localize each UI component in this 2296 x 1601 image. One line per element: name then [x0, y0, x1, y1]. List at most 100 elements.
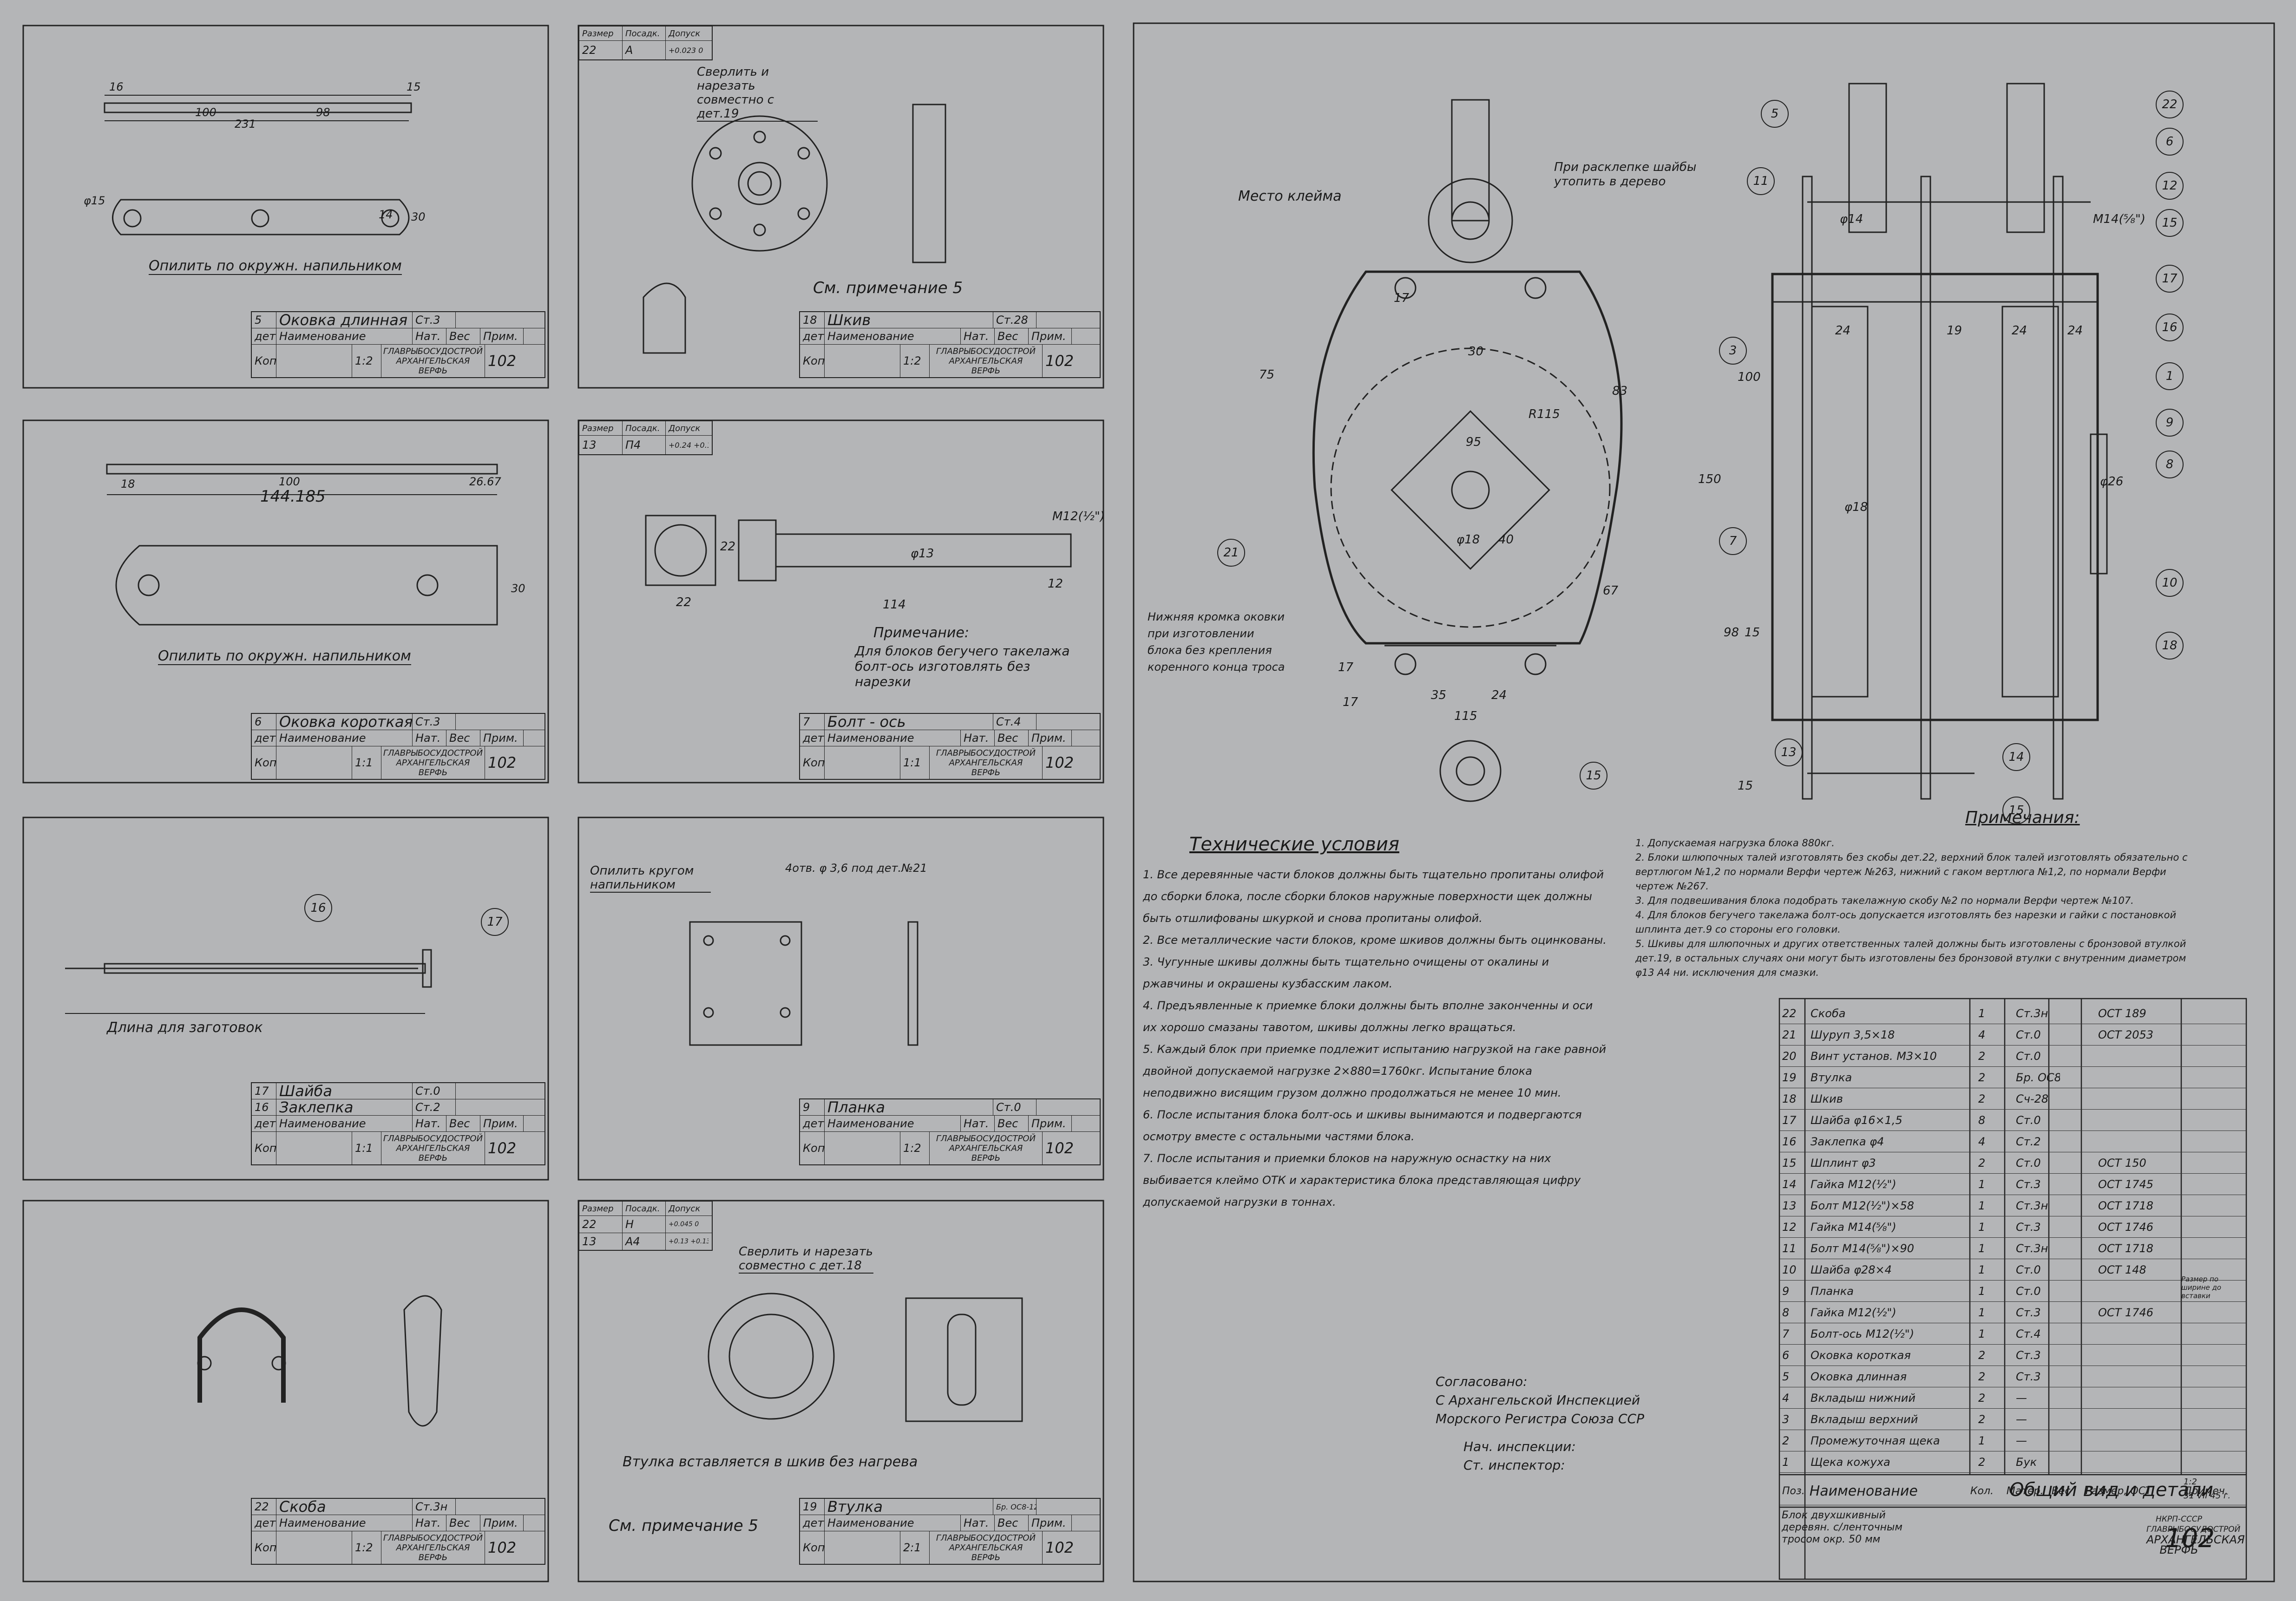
- dimension-label: 115: [1454, 709, 1477, 723]
- tech-conditions-title: Технические условия: [1189, 834, 1399, 855]
- signature: [276, 1132, 352, 1164]
- part-number: 5: [252, 312, 276, 328]
- sheet-frame-7: [577, 419, 1104, 784]
- dimension-label: 19: [1947, 324, 1962, 338]
- bom-name: Болт М12(½")×58: [1811, 1199, 1915, 1212]
- material: Ст.0: [413, 1083, 456, 1099]
- col-det: дет.: [252, 1116, 276, 1131]
- bom-qty: 1: [1978, 1327, 1986, 1340]
- callout-balloon: 6: [2156, 128, 2184, 156]
- bom-name: Болт-ось М12(½"): [1811, 1327, 1915, 1340]
- bom-mat: Ст.3: [2016, 1370, 2041, 1383]
- bom-qty: 1: [1978, 1178, 1986, 1191]
- col-name: Наименование: [825, 1515, 961, 1531]
- part-5-drawing: [104, 95, 412, 235]
- col-note: Прим.: [1029, 328, 1072, 344]
- dimension-label: 95: [1466, 435, 1481, 449]
- bom-weight: [2060, 1025, 2095, 1045]
- col-det: дет.: [800, 1515, 825, 1531]
- material-2: Ст.2: [413, 1099, 456, 1115]
- bom-qty: 1: [1978, 1306, 1986, 1319]
- org-name-2: АРХАНГЕЛЬСКАЯ: [949, 1542, 1023, 1553]
- signature: [825, 746, 900, 779]
- bom-qty: 2: [1978, 1071, 1986, 1084]
- bom-mat: Ст.3н: [2016, 1242, 2048, 1255]
- bom-name: Щека кожуха: [1811, 1456, 1890, 1469]
- bom-name: Гайка М12(½"): [1811, 1178, 1896, 1191]
- part-number: 6: [252, 714, 276, 730]
- bom-ost: ОСТ 1746: [2098, 1306, 2154, 1319]
- bom-ost: ОСТ 1746: [2098, 1221, 2154, 1234]
- bom-weight: [2060, 1388, 2095, 1408]
- bom-ost: [2095, 1110, 2198, 1131]
- scale: 1:2: [352, 1531, 381, 1564]
- org-name-2: АРХАНГЕЛЬСКАЯ: [396, 356, 470, 366]
- block-side-view: [1771, 83, 2108, 800]
- dimension-label: R115: [1528, 407, 1560, 421]
- role-label: Коп.: [252, 345, 276, 377]
- drawing-number: 102: [1045, 1539, 1074, 1556]
- bom-weight: [2060, 1260, 2095, 1280]
- org-name: ГЛАВРЫБОСУДОСТРОЙ: [936, 346, 1036, 356]
- col-weight: Вес: [995, 328, 1029, 344]
- part-name: Болт - ось: [825, 714, 993, 730]
- scale: 1:1: [352, 1132, 381, 1164]
- bom-ost: ОСТ 1718: [2098, 1242, 2154, 1255]
- signature: [825, 345, 900, 377]
- material: Ст.28: [993, 312, 1036, 328]
- bom-pos: 3: [1782, 1413, 1790, 1426]
- material: Ст.3н: [413, 1499, 456, 1515]
- role-label: Коп.: [800, 746, 825, 779]
- bom-weight: [2060, 1409, 2095, 1430]
- tech-item: 4. Предъявленные к приемке блоки должны …: [1143, 999, 1593, 1034]
- col-det: дет.: [800, 730, 825, 746]
- col-mat: Нат.: [413, 1116, 446, 1131]
- tol-value: +0.023 0: [669, 46, 703, 55]
- bom-ost: ОСТ 150: [2098, 1157, 2146, 1170]
- role-label: Коп.: [252, 1132, 276, 1164]
- callout-blank-length: Длина для заготовок: [107, 1019, 263, 1036]
- note-see-5: См. примечание 5: [813, 279, 963, 297]
- bom-name: Шуруп 3,5×18: [1811, 1028, 1895, 1041]
- callout-balloon: 5: [1761, 100, 1789, 128]
- part-9-drawing: [689, 921, 918, 1046]
- dimension-label: 22: [720, 540, 735, 554]
- col-weight: Вес: [446, 328, 480, 344]
- bom-mat: Сч-28: [2016, 1092, 2049, 1105]
- bom-qty: 2: [1978, 1349, 1986, 1362]
- fit-value: Н: [623, 1216, 666, 1233]
- bom-weight: [2060, 1366, 2095, 1387]
- col-name: Наименование: [825, 730, 961, 746]
- note-see-5: См. примечание 5: [609, 1516, 759, 1535]
- bom-mat: Ст.3: [2016, 1349, 2041, 1362]
- bom-qty: 4: [1978, 1028, 1986, 1041]
- bom-name: Оковка длинная: [1811, 1370, 1907, 1383]
- callout-drill: Сверлить и нарезать совместно с дет.18: [739, 1245, 873, 1274]
- tech-conditions: 1. Все деревянные части блоков должны бы…: [1143, 864, 1607, 1213]
- col-tol: Допуск: [669, 28, 701, 39]
- org-name-3: ВЕРФЬ: [418, 366, 448, 376]
- part-name: Шайба: [276, 1083, 413, 1099]
- bom-name: Заклепка φ4: [1811, 1135, 1884, 1148]
- callout-balloon: 18: [2156, 632, 2184, 660]
- dimension-label: φ13: [911, 547, 934, 561]
- dimension-label: 15: [407, 80, 421, 93]
- col-weight: Вес: [446, 1116, 480, 1131]
- main-title-block: Блок двухшкивный деревян. с/ленточным тр…: [1782, 1510, 1902, 1546]
- part-number-2: 16: [252, 1099, 276, 1115]
- bom-name: Шайба φ28×4: [1811, 1263, 1892, 1276]
- callout-holes: 4отв. φ 3,6 под дет.№21: [785, 862, 927, 875]
- callout-balloon: 16: [2156, 314, 2184, 341]
- dimension-label: 98: [1724, 626, 1739, 640]
- bom-pos: 22: [1782, 1007, 1797, 1020]
- drawing-number: 102: [1045, 754, 1074, 771]
- bom-name: Оковка короткая: [1811, 1349, 1911, 1362]
- bom-pos: 4: [1782, 1392, 1790, 1405]
